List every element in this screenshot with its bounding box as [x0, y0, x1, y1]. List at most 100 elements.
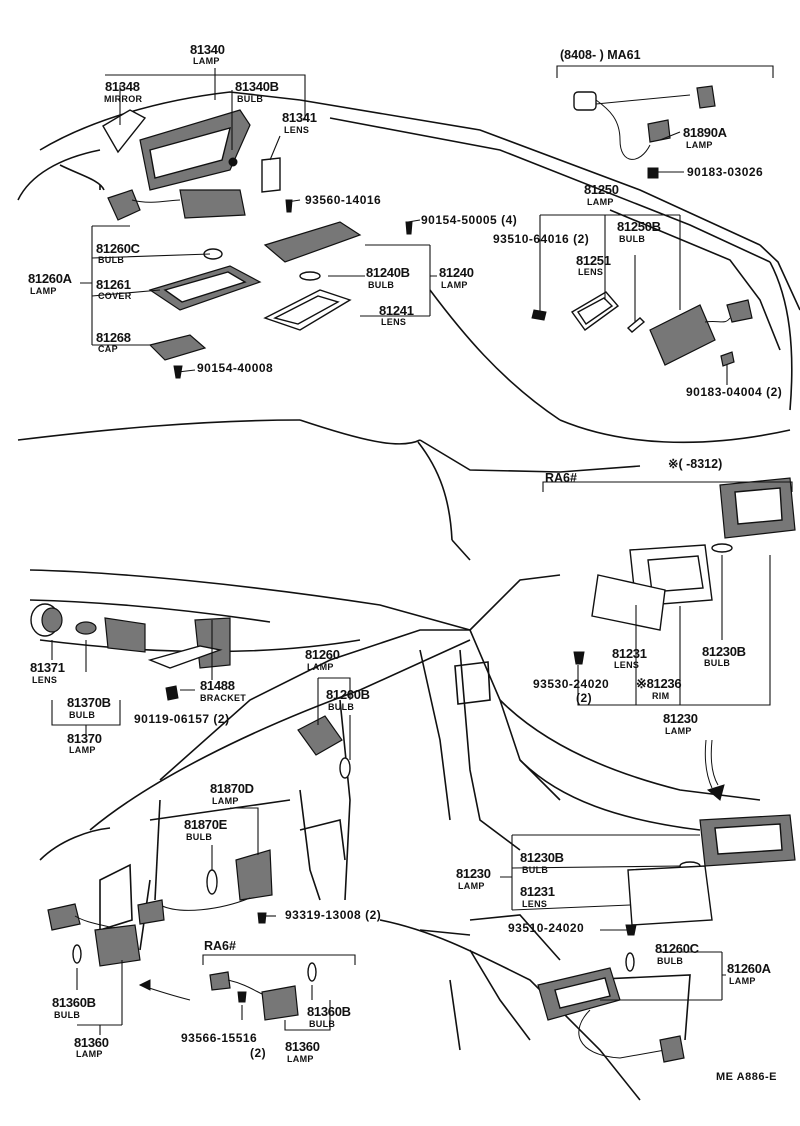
- map-lamp-81890a: [573, 85, 716, 179]
- part-name-81260b-mid: BULB: [328, 702, 355, 712]
- luggage-lamp-81230-low: [625, 814, 796, 936]
- part-name-81340b: BULB: [237, 94, 264, 104]
- ignition-lamp-81370: [30, 603, 231, 701]
- vanity-lamp-81340: [107, 109, 281, 221]
- courtesy-lamp-81260-mid: [297, 715, 351, 779]
- part-number-81340: 81340: [190, 42, 225, 57]
- part-name-81890a: LAMP: [686, 140, 713, 150]
- part-number-81230-low: 81230: [456, 866, 491, 881]
- part-number-93566-15516: 93566-15516: [181, 1031, 258, 1045]
- part-number-81268: 81268: [96, 330, 131, 345]
- part-number-81341: 81341: [282, 110, 317, 125]
- part-number-81360-left: 81360: [74, 1035, 109, 1050]
- part-number-81370b: 81370B: [67, 695, 111, 710]
- part-name-81340: LAMP: [193, 56, 220, 66]
- group-header-ra6-bottom: RA6#: [204, 939, 236, 953]
- group-header-ma61: (8408- ) MA61: [560, 48, 641, 62]
- mirror-81348: [102, 109, 147, 154]
- part-number-81250b: 81250B: [617, 219, 661, 234]
- part-name-81488: BRACKET: [200, 693, 247, 703]
- part-number-81870d: 81870D: [210, 781, 254, 796]
- part-number-93319-13008: 93319-13008 (2): [285, 908, 382, 922]
- part-name-81341: LENS: [284, 125, 310, 135]
- roof-lamp-81240: [263, 199, 413, 331]
- step-lamp-81360-right: [209, 962, 317, 1021]
- part-name-81250b: BULB: [619, 234, 646, 244]
- luggage-lamp-81230-right: [573, 477, 796, 665]
- part-name-81240: LAMP: [441, 280, 468, 290]
- part-name-81230b-low: BULB: [522, 865, 549, 875]
- part-number-81370: 81370: [67, 731, 102, 746]
- interior-outline: [29, 569, 761, 1101]
- part-number-81231-low: 81231: [520, 884, 555, 899]
- part-name-81260-mid: LAMP: [307, 662, 334, 672]
- part-name-81348: MIRROR: [104, 94, 143, 104]
- part-name-81870e: BULB: [186, 832, 213, 842]
- part-name-81230b-right: BULB: [704, 658, 731, 668]
- part-number-81360-right: 81360: [285, 1039, 320, 1054]
- part-name-81268: CAP: [98, 344, 118, 354]
- part-name-81240b: BULB: [368, 280, 395, 290]
- part-name-81260a-low: LAMP: [729, 976, 756, 986]
- part-name-81360-right: LAMP: [287, 1054, 314, 1064]
- part-number-81236: ※81236: [636, 676, 682, 691]
- diagram-code: ME A886-E: [716, 1071, 777, 1083]
- part-number-90154-50005: 90154-50005 (4): [421, 213, 518, 227]
- part-number-81240: 81240: [439, 265, 474, 280]
- part-number-81230b-right: 81230B: [702, 644, 746, 659]
- part-number-81488: 81488: [200, 678, 235, 693]
- part-number-81348: 81348: [105, 79, 140, 94]
- part-name-81250: LAMP: [587, 197, 614, 207]
- part-name-81360b-right: BULB: [309, 1019, 336, 1029]
- part-number-90183-03026: 90183-03026: [687, 165, 764, 179]
- part-number-81231-right: 81231: [612, 646, 647, 661]
- part-name-81360b-left: BULB: [54, 1010, 81, 1020]
- part-number-81890a: 81890A: [683, 125, 727, 140]
- dome-lamp-81260a-low: [537, 952, 685, 1063]
- part-number-81260c-low: 81260C: [655, 941, 699, 956]
- part-name-81260a-top: LAMP: [30, 286, 57, 296]
- part-number-93530-24020: 93530-24020: [533, 677, 610, 691]
- part-number-90119-06157: 90119-06157 (2): [134, 712, 230, 726]
- part-number-81260a-low: 81260A: [727, 961, 771, 976]
- glovebox-lamp-81870d: [137, 849, 273, 925]
- part-name-81236: RIM: [652, 691, 670, 701]
- dome-lamp-81260a: [148, 248, 262, 379]
- part-name-81251: LENS: [578, 267, 604, 277]
- part-number-81360b-right: 81360B: [307, 1004, 351, 1019]
- part-number-81260-mid: 81260: [305, 647, 340, 662]
- part-number-81260a-top: 81260A: [28, 271, 72, 286]
- part-name-81230-right: LAMP: [665, 726, 692, 736]
- part-qty-93530-24020: (2): [576, 691, 593, 705]
- part-number-81261: 81261: [96, 277, 131, 292]
- part-name-81231-low: LENS: [522, 899, 548, 909]
- part-qty-93566-15516: (2): [250, 1046, 267, 1060]
- arrow-indicator: [704, 739, 725, 801]
- part-name-81260c-top: BULB: [98, 255, 125, 265]
- group-header-star-8312: ※( -8312): [668, 457, 723, 471]
- part-name-81241: LENS: [381, 317, 407, 327]
- roof-outline: [17, 91, 800, 561]
- part-number-81250: 81250: [584, 182, 619, 197]
- step-lamp-81360-left: [47, 903, 191, 1001]
- part-number-81230-right: 81230: [663, 711, 698, 726]
- part-number-81241: 81241: [379, 303, 414, 318]
- part-number-81251: 81251: [576, 253, 611, 268]
- part-number-93510-64016: 93510-64016 (2): [493, 232, 590, 246]
- part-number-90183-04004: 90183-04004 (2): [686, 385, 783, 399]
- part-name-81870d: LAMP: [212, 796, 239, 806]
- rear-lamp-81250: [531, 291, 753, 367]
- part-number-81260b-mid: 81260B: [326, 687, 370, 702]
- part-number-81340b: 81340B: [235, 79, 279, 94]
- part-name-81260c-low: BULB: [657, 956, 684, 966]
- part-name-81370b: BULB: [69, 710, 96, 720]
- group-header-ra6-right: RA6#: [545, 471, 577, 485]
- part-number-81360b-left: 81360B: [52, 995, 96, 1010]
- part-name-81231-right: LENS: [614, 660, 640, 670]
- part-number-81240b: 81240B: [366, 265, 410, 280]
- leader-lines: [51, 65, 793, 1035]
- part-name-81360-left: LAMP: [76, 1049, 103, 1059]
- part-number-81260c-top: 81260C: [96, 241, 140, 256]
